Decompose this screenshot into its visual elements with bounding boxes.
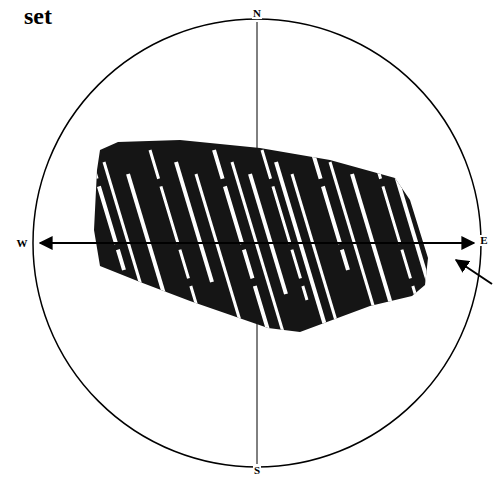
strike-line bbox=[40, 242, 474, 244]
primitive-circle bbox=[33, 19, 481, 467]
streak bbox=[128, 174, 182, 354]
streak bbox=[312, 150, 348, 270]
streak bbox=[150, 150, 213, 360]
streak bbox=[176, 162, 212, 282]
streak bbox=[292, 174, 355, 384]
streak bbox=[250, 174, 286, 294]
compass-label: S bbox=[253, 465, 261, 476]
streak bbox=[104, 162, 149, 312]
streak bbox=[330, 162, 375, 312]
heading-fragment: set bbox=[23, 4, 53, 28]
streak bbox=[352, 174, 406, 354]
streak bbox=[392, 162, 428, 282]
compass-label: E bbox=[479, 235, 488, 246]
streak bbox=[196, 174, 241, 324]
streak bbox=[372, 150, 435, 360]
streak bbox=[262, 150, 307, 300]
compass-label: W bbox=[16, 238, 29, 249]
streak bbox=[214, 150, 268, 330]
rock-sample bbox=[94, 140, 428, 332]
compass-label: N bbox=[252, 8, 262, 19]
pointer-arrow bbox=[456, 260, 492, 284]
